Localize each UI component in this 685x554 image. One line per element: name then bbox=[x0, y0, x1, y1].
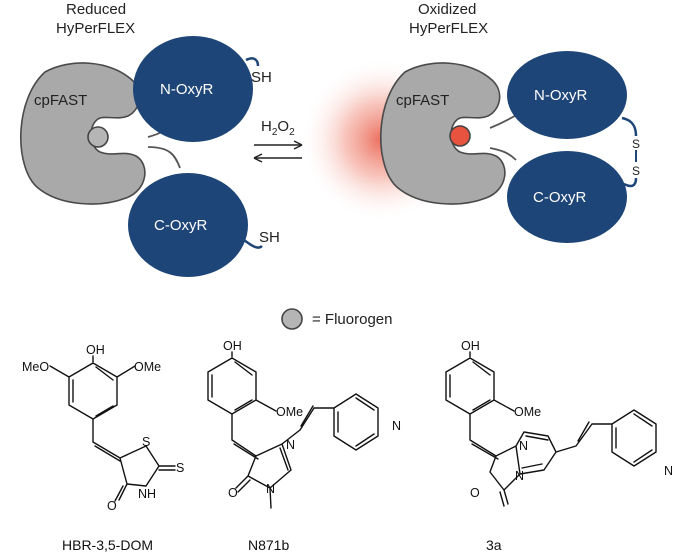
mol1-exo-s: S bbox=[176, 461, 184, 475]
mol2-oh: OH bbox=[223, 339, 242, 353]
c-oxyr-domain-reduced bbox=[128, 173, 248, 277]
mol1-ring-s: S bbox=[142, 435, 150, 449]
linker-bottom bbox=[147, 146, 181, 169]
mol2-caption: N871b bbox=[248, 537, 289, 553]
molecule-3a: OH OMe N N O N 3a bbox=[445, 339, 673, 553]
fluorogen-legend-icon bbox=[281, 308, 303, 330]
molecule-n871b: OH OMe N N O N N871b bbox=[207, 339, 401, 553]
oxidized-title-line2: HyPerFLEX bbox=[409, 20, 488, 37]
reagent-h2o2: H2O2 bbox=[261, 118, 295, 138]
thiol-arm-bottom bbox=[243, 238, 263, 249]
mol1-caption: HBR-3,5-DOM bbox=[62, 537, 153, 553]
thiol-top-label: SH bbox=[251, 69, 272, 86]
reduced-title-line1: Reduced bbox=[66, 1, 126, 18]
oxidized-hyperflex-panel: Oxidized HyPerFLEX cpFAST N-OxyR C-OxyR … bbox=[300, 1, 640, 243]
thiol-bottom-label: SH bbox=[259, 229, 280, 246]
oxidized-title-line1: Oxidized bbox=[418, 1, 476, 18]
linker-top-oxidized bbox=[489, 113, 519, 129]
cpfast-label-reduced: cpFAST bbox=[34, 92, 87, 109]
cpfast-domain-oxidized bbox=[380, 62, 506, 205]
mol3-imine-n: N bbox=[519, 439, 528, 453]
sulfur-bottom-label: S bbox=[632, 164, 640, 178]
reverse-arrowhead bbox=[253, 153, 263, 163]
mol2-bonds bbox=[207, 351, 379, 509]
n-oxyr-label-oxidized: N-OxyR bbox=[534, 87, 587, 104]
mol2-ome: OMe bbox=[276, 405, 303, 419]
mol1-oh: OH bbox=[86, 343, 105, 357]
c-oxyr-domain-oxidized bbox=[507, 151, 627, 243]
linker-bottom-oxidized bbox=[489, 147, 517, 161]
mol3-bonds bbox=[445, 351, 657, 507]
cpfast-domain-reduced bbox=[20, 62, 146, 205]
sulfur-top-label: S bbox=[632, 137, 640, 151]
molecule-hbr-3-5-dom: OH MeO OMe S S O NH HBR-3,5-DOM bbox=[22, 343, 184, 553]
mol3-bridge-n: N bbox=[515, 469, 524, 483]
mol1-meo: MeO bbox=[22, 360, 49, 374]
mol3-pyridine-n: N bbox=[664, 464, 673, 478]
mol3-carbonyl-o: O bbox=[470, 486, 480, 500]
fluorogen-legend-text: = Fluorogen bbox=[312, 311, 392, 328]
disulfide-arm-bottom bbox=[623, 177, 638, 188]
c-oxyr-label-reduced: C-OxyR bbox=[154, 217, 207, 234]
n-oxyr-domain-oxidized bbox=[507, 51, 627, 139]
mol2-ring-n: N bbox=[286, 438, 295, 452]
fluorogen-legend: = Fluorogen bbox=[281, 308, 392, 330]
reduced-hyperflex-panel: Reduced HyPerFLEX cpFAST N-OxyR SH C-Oxy… bbox=[20, 1, 280, 277]
mol3-ome: OMe bbox=[514, 405, 541, 419]
reduced-title-line2: HyPerFLEX bbox=[56, 20, 135, 37]
fluorogen-oxidized bbox=[449, 125, 471, 147]
mol3-caption: 3a bbox=[486, 537, 502, 553]
mol1-carbonyl-o: O bbox=[107, 499, 117, 513]
mol1-nh: NH bbox=[138, 487, 156, 501]
mol2-carbonyl-o: O bbox=[228, 486, 238, 500]
cpfast-label-oxidized: cpFAST bbox=[396, 92, 449, 109]
n-oxyr-label-reduced: N-OxyR bbox=[160, 81, 213, 98]
n-oxyr-domain-reduced bbox=[133, 36, 253, 142]
mol3-oh: OH bbox=[461, 339, 480, 353]
redox-equilibrium: H2O2 bbox=[253, 118, 303, 163]
mol2-pyridine-n: N bbox=[392, 419, 401, 433]
disulfide-arm-top bbox=[621, 116, 638, 137]
fluorogen-reduced bbox=[87, 126, 109, 148]
mol2-methyl-n: N bbox=[266, 482, 275, 496]
thiol-arm-top bbox=[245, 57, 260, 67]
c-oxyr-label-oxidized: C-OxyR bbox=[533, 189, 586, 206]
mol1-ome: OMe bbox=[134, 360, 161, 374]
mol1-bonds bbox=[49, 355, 176, 502]
